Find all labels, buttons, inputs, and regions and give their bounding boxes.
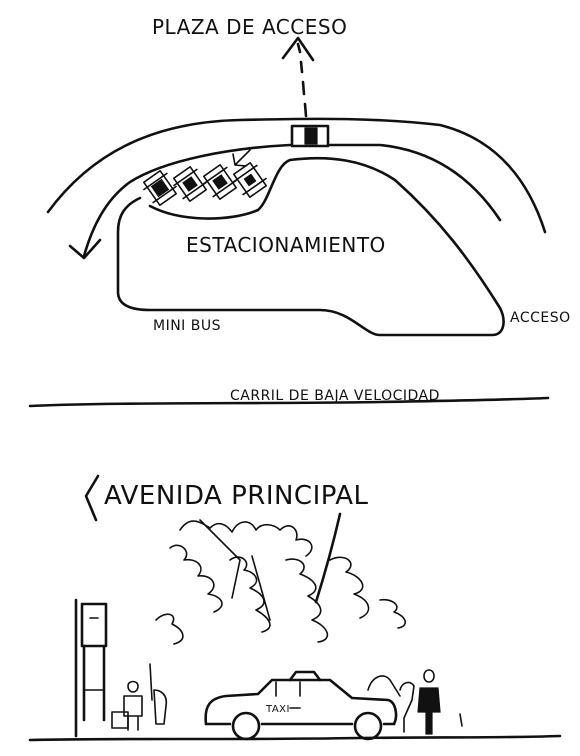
low-speed-lane-line [28, 396, 550, 408]
outer-road [46, 117, 547, 234]
people-right [367, 669, 463, 735]
tower-structure [80, 602, 108, 722]
tree-scribble [155, 512, 406, 645]
label-carril-de-baja-velocidad: CARRIL DE BAJA VELOCIDAD [230, 388, 440, 404]
taxi-car: TAXI [204, 670, 398, 741]
entry-arrow [281, 36, 315, 118]
label-estacionamiento: ESTACIONAMIENTO [186, 233, 386, 257]
gate-car-icon [290, 124, 330, 148]
parking-lot-outline [116, 156, 505, 337]
label-avenida-principal: AVENIDA PRINCIPAL [104, 481, 369, 511]
parking-arrow-icon [232, 149, 251, 167]
parked-cars [142, 161, 268, 207]
label-acceso: ACCESO [510, 310, 571, 326]
label-mini-bus: MINI BUS [153, 318, 221, 334]
ground-line [28, 734, 562, 742]
label-taxi: TAXI [265, 704, 290, 715]
inner-road [82, 143, 502, 258]
avenue-check-mark [84, 474, 100, 522]
people-left [111, 663, 168, 731]
label-plaza-de-acceso: PLAZA DE ACCESO [152, 15, 347, 39]
road-arrow-icon [68, 238, 102, 260]
